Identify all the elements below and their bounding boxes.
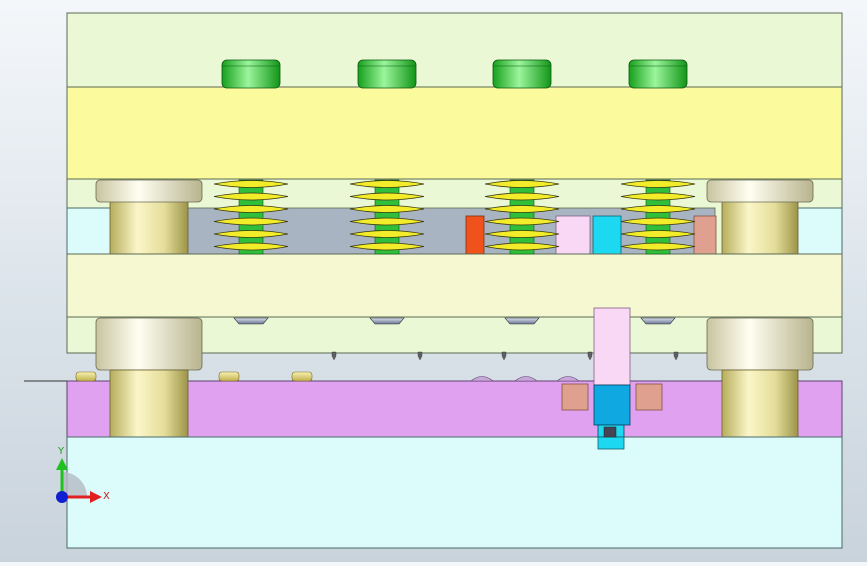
spring-coil xyxy=(349,180,425,188)
spring-coil xyxy=(349,217,425,226)
bolt-head xyxy=(357,59,417,89)
die-plate[interactable] xyxy=(66,380,843,438)
spring-coil xyxy=(620,242,696,251)
spring-core xyxy=(238,179,264,255)
spring-core xyxy=(374,179,400,255)
triad-x-arrow xyxy=(90,491,102,503)
spring-coil xyxy=(213,192,289,201)
stripper-screw xyxy=(369,317,405,325)
spring-coil xyxy=(620,180,696,188)
guide-bushing-lower-right[interactable] xyxy=(706,317,814,371)
spring-coil xyxy=(349,192,425,201)
locating-pin xyxy=(75,371,97,382)
spring-coil xyxy=(620,192,696,201)
gauge-pin xyxy=(470,376,494,382)
spring-coil xyxy=(213,242,289,251)
spring-core xyxy=(509,179,535,255)
triad-z-axis xyxy=(56,491,68,503)
base-plate[interactable] xyxy=(66,436,843,549)
bolt-head xyxy=(221,59,281,89)
triad-y-arrow xyxy=(56,458,68,470)
guide-bushing-upper-right[interactable] xyxy=(706,179,814,203)
bolt-group xyxy=(221,59,688,89)
spring-coil xyxy=(213,230,289,238)
spring-coil xyxy=(213,205,289,213)
spring-coil xyxy=(484,217,560,226)
orientation-triad[interactable]: X Y xyxy=(56,446,110,503)
triad-y-label: Y xyxy=(57,446,65,457)
pin-group xyxy=(75,371,313,382)
base-cutout xyxy=(597,436,625,450)
spring-coil xyxy=(620,230,696,238)
pilot-group xyxy=(331,351,679,361)
stripper-screw xyxy=(233,317,269,325)
spring-coil xyxy=(620,205,696,213)
spring-coil xyxy=(484,230,560,238)
locating-pin xyxy=(218,371,240,382)
spring-group xyxy=(213,179,696,255)
top-clamp-plate[interactable] xyxy=(66,86,843,180)
spring-coil xyxy=(349,205,425,213)
guide-post-lower-left[interactable] xyxy=(109,369,189,438)
guide-bushing-lower-left[interactable] xyxy=(95,317,203,371)
guide-post-upper-left[interactable] xyxy=(109,199,189,257)
stripper-screw xyxy=(504,317,540,325)
pilot-pin xyxy=(673,351,679,361)
spring-coil xyxy=(349,230,425,238)
insert-orange[interactable] xyxy=(465,215,485,255)
gauge-pin xyxy=(556,376,580,382)
spring-coil xyxy=(484,192,560,201)
punch-holder-pink[interactable] xyxy=(593,307,631,386)
pilot-pin xyxy=(501,351,507,361)
spring-coil xyxy=(213,217,289,226)
insert-pink[interactable] xyxy=(555,215,591,255)
insert-cyan[interactable] xyxy=(592,215,622,255)
bolt-head xyxy=(628,59,688,89)
spring-coil xyxy=(349,242,425,251)
spring-coil xyxy=(620,217,696,226)
gauge-pin-group xyxy=(470,376,580,382)
insert-salmon[interactable] xyxy=(693,215,717,255)
guide-post-lower-right[interactable] xyxy=(721,369,799,438)
bolt-head xyxy=(492,59,552,89)
stripper-plate[interactable] xyxy=(66,253,843,318)
die-button-left[interactable] xyxy=(561,383,589,411)
spring-coil xyxy=(484,205,560,213)
triad-background xyxy=(62,472,87,497)
locating-pin xyxy=(291,371,313,382)
guide-post-upper-right[interactable] xyxy=(721,199,799,257)
pilot-pin xyxy=(587,351,593,361)
triad-x-label: X xyxy=(103,491,110,502)
spring-coil xyxy=(213,180,289,188)
base-screw[interactable] xyxy=(603,426,617,438)
spring-core xyxy=(645,179,671,255)
punch-blue[interactable] xyxy=(593,384,631,426)
spring-coil xyxy=(484,180,560,188)
spring-coil xyxy=(484,242,560,251)
stripper-screw xyxy=(640,317,676,325)
gauge-pin xyxy=(514,376,538,382)
screw-group xyxy=(233,317,676,325)
pilot-pin xyxy=(417,351,423,361)
die-button-right[interactable] xyxy=(635,383,663,411)
guide-bushing-upper-left[interactable] xyxy=(95,179,203,203)
pilot-pin xyxy=(331,351,337,361)
